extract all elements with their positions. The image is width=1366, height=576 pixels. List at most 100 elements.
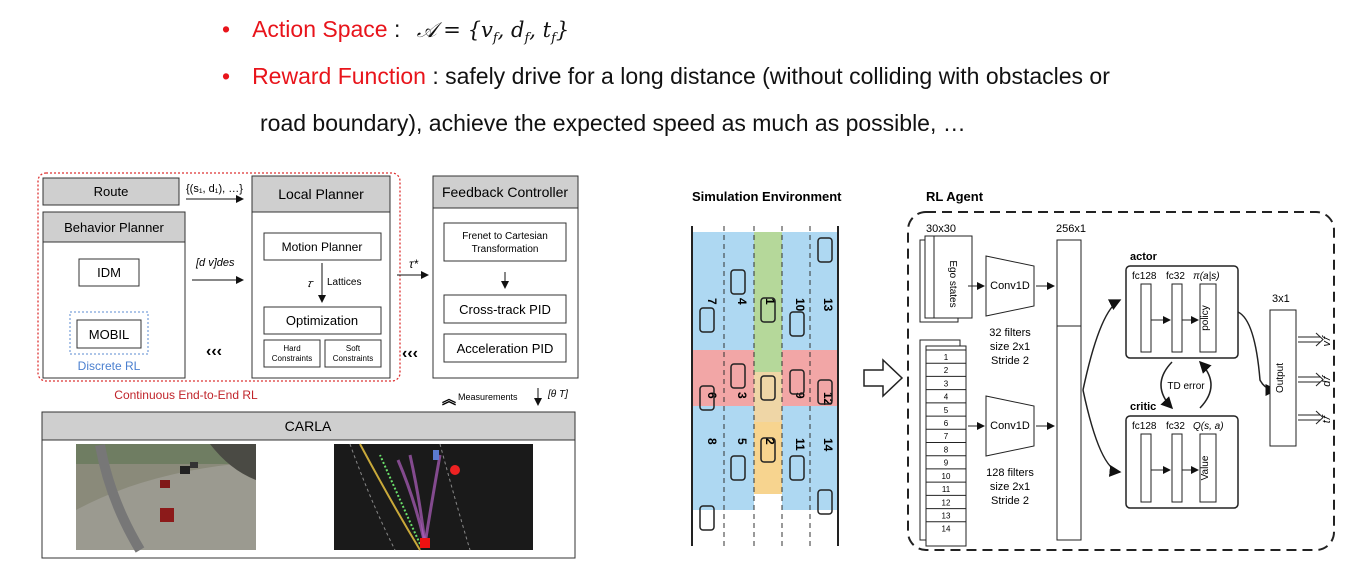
dim-3x1: 3x1 [1272, 293, 1290, 305]
bullet-dot: • [222, 63, 231, 89]
grid-stack [919, 339, 967, 547]
svg-text:Hard: Hard [283, 344, 300, 353]
grid-row-number: 14 [942, 525, 951, 534]
svg-text:Constraints: Constraints [333, 354, 373, 363]
lane-number: 6 [705, 392, 719, 399]
continuous-rl-boundary [37, 172, 401, 382]
lane-number: 13 [821, 298, 835, 312]
conv1d-top [985, 255, 1035, 317]
idm-label: IDM [97, 265, 121, 280]
grid-row-number: 5 [944, 406, 949, 415]
filters-bottom: 128 filters [986, 467, 1034, 479]
out-v: v𝑓 [1321, 335, 1333, 347]
grid-row-number: 13 [942, 511, 951, 520]
grid-row-number: 9 [944, 459, 949, 468]
tau-star-label: τ* [409, 257, 418, 271]
svg-text:Soft: Soft [346, 344, 361, 353]
conv1d-bottom-label: Conv1D [990, 420, 1030, 432]
td-error-label: TD error [1167, 381, 1205, 392]
policy-label: policy [1200, 305, 1211, 331]
vehicle-icons [699, 237, 833, 531]
feedback-controller-label: Feedback Controller [442, 184, 568, 200]
conv1d-bottom [985, 395, 1035, 457]
action-space-formula: 𝒜 = {vf, df, tf} [416, 18, 570, 47]
planner-architecture-diagram: Route {(s₁, d₁), …} Behavior Planner IDM… [37, 172, 579, 559]
dim-256x1: 256x1 [1056, 223, 1086, 235]
ego-states-label: Ego states [947, 260, 958, 307]
lane-number: 14 [821, 438, 835, 452]
grid-row-number: 2 [944, 366, 949, 375]
route-arrow-label: {(s₁, d₁), …} [186, 183, 243, 195]
lane-number: 1 [763, 298, 777, 305]
carla-lattice-render [334, 443, 533, 551]
value-label: Value [1200, 455, 1211, 480]
grid-row-number: 12 [942, 498, 951, 507]
grid-row-number: 8 [944, 445, 949, 454]
lane-number: 8 [705, 438, 719, 445]
lane-number: 9 [793, 392, 807, 399]
grid-row-number: 11 [942, 485, 951, 494]
motion-planner-label: Motion Planner [282, 240, 363, 254]
grid-row-number: 4 [944, 393, 949, 402]
svg-text:Constraints: Constraints [272, 354, 312, 363]
lane-number: 3 [735, 392, 749, 399]
lane-number: 11 [793, 438, 807, 451]
grid-row-number: 7 [944, 432, 949, 441]
rl-agent-boundary [907, 211, 1335, 551]
lane-number: 5 [735, 438, 749, 445]
sim-env-title: Simulation Environment [692, 189, 842, 204]
output-label: Output [1275, 363, 1286, 393]
actor-label: actor [1130, 251, 1158, 263]
behavior-planner-label: Behavior Planner [64, 220, 164, 235]
discrete-rl-label: Discrete RL [78, 359, 141, 373]
svg-text:𝜏: 𝜏 [307, 278, 314, 290]
output-box [1269, 309, 1297, 447]
lattices-label: Lattices [327, 277, 361, 288]
action-space-label: Action Space [252, 16, 388, 42]
carla-road-render [76, 444, 256, 553]
hard-constraints-box [263, 339, 321, 368]
bullet-action-space: •Action Space : 𝒜 = {vf, df, tf} [222, 16, 569, 46]
grid-row-number: 10 [942, 472, 951, 481]
measurements-label: Measurements [458, 392, 518, 402]
feedback-arrows-left: ‹‹‹ [206, 343, 222, 360]
mobil-label: MOBIL [89, 327, 129, 342]
grid-row-number: 3 [944, 379, 949, 388]
bullet-reward-function: •Reward Function : safely drive for a lo… [222, 63, 1110, 90]
mobil-box [76, 319, 142, 349]
reward-text-line2: road boundary), achieve the expected spe… [260, 110, 966, 136]
cross-track-box [443, 294, 567, 324]
frenet-box [443, 222, 567, 262]
optimization-label: Optimization [286, 313, 358, 328]
ego-states-stack [919, 235, 973, 323]
rl-agent-diagram: Simulation Environment RL Agent 7 4 1 10… [691, 189, 1335, 551]
out-d: d𝑓 [1321, 375, 1333, 387]
separator: : [393, 16, 401, 42]
lane-number: 2 [763, 438, 777, 445]
grid-row-number: 6 [944, 419, 949, 428]
feature-vector [1056, 239, 1082, 541]
accel-pid-label: Acceleration PID [457, 341, 554, 356]
lane-number: 7 [705, 298, 719, 305]
critic-q: Q(s, a) [1193, 421, 1224, 432]
lane-number: 10 [793, 298, 807, 312]
critic-fc32: fc32 [1166, 421, 1185, 432]
out-t: t𝑓 [1321, 414, 1333, 423]
lane-number: 4 [735, 298, 749, 305]
separator: : [432, 63, 439, 89]
filters-top: 32 filters [989, 327, 1031, 339]
theta-t-label: [θ T] [547, 389, 568, 400]
measurement-arrows: ︽ [442, 391, 456, 407]
svg-text:Frenet to Cartesian: Frenet to Cartesian [462, 231, 548, 242]
conv1d-top-label: Conv1D [990, 280, 1030, 292]
actor-pi: π(a|s) [1193, 271, 1220, 282]
carla-label: CARLA [285, 418, 332, 434]
route-label: Route [94, 184, 129, 199]
cross-track-label: Cross-track PID [459, 302, 551, 317]
stride-top: Stride 2 [991, 355, 1029, 367]
soft-constraints-box [324, 339, 382, 368]
critic-label: critic [1130, 401, 1156, 413]
svg-text:Transformation: Transformation [472, 244, 539, 255]
dim-30x30: 30x30 [926, 223, 956, 235]
